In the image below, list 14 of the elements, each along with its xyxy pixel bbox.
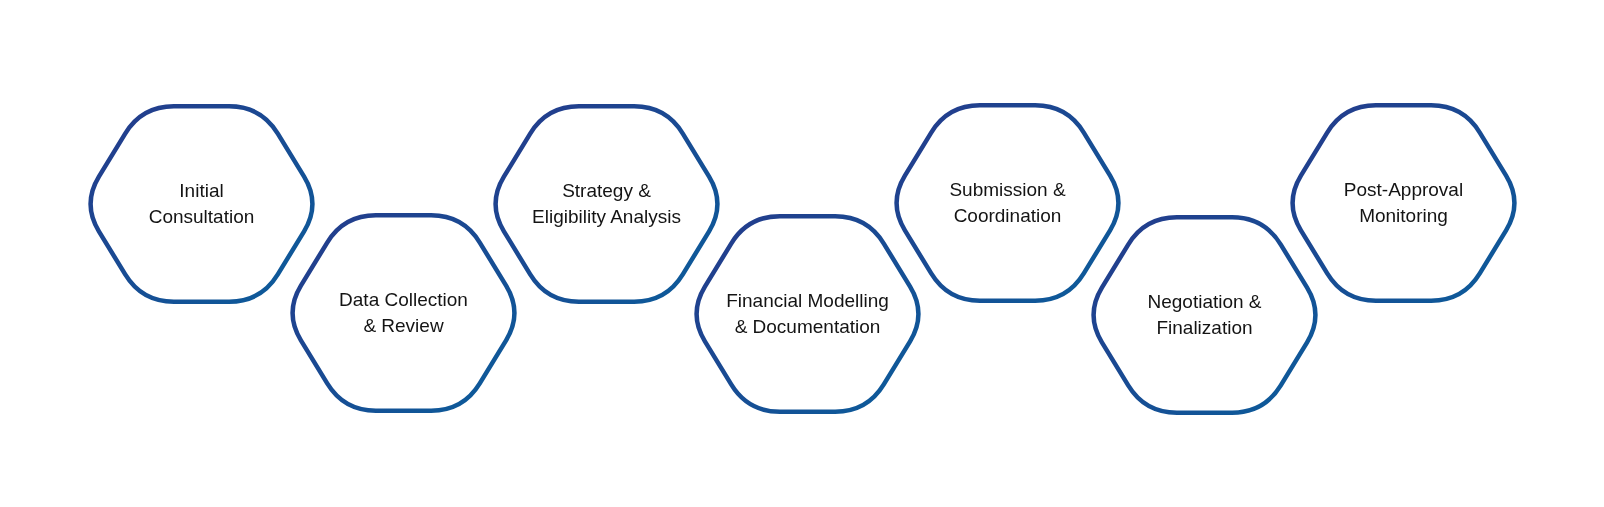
hexagon xyxy=(694,214,921,414)
step-label: Negotiation & Finalization xyxy=(1146,290,1263,340)
step-label: Submission & Coordination xyxy=(948,178,1067,228)
hexagon xyxy=(1091,215,1318,415)
hexagon xyxy=(1290,103,1517,303)
step-label: Financial Modelling & Documentation xyxy=(725,289,890,339)
hexagon xyxy=(894,103,1121,303)
hexagon xyxy=(88,104,315,304)
step-label: Initial Consultation xyxy=(147,179,256,229)
step-label: Post-Approval Monitoring xyxy=(1342,178,1465,228)
hexagon xyxy=(493,104,720,304)
step-label: Strategy & Eligibility Analysis xyxy=(531,179,682,229)
hexagon xyxy=(290,213,517,413)
step-label: Data Collection & Review xyxy=(338,288,469,338)
